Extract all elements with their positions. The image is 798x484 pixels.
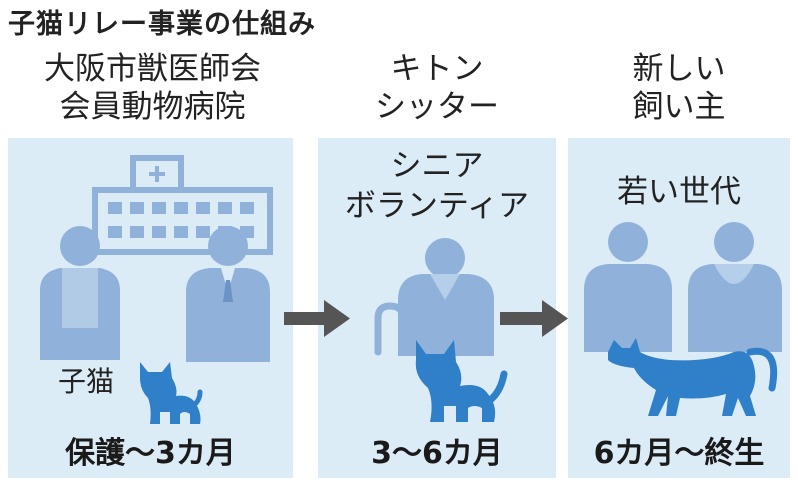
kitten-icon (415, 340, 508, 422)
owner-sub-label: 若い世代 (568, 172, 790, 212)
veterinarian-figure-icon (186, 226, 270, 362)
adult-cat-icon (608, 338, 778, 416)
column-heading-hospital: 大阪市獣医師会 会員動物病院 (10, 50, 295, 126)
page-title: 子猫リレー事業の仕組み (8, 9, 316, 40)
sub-line-2: ボランティア (344, 188, 530, 224)
sitter-sub-label: シニア ボランティア (318, 146, 556, 226)
young-person-left-icon (584, 222, 672, 352)
heading-line-1: 新しい (632, 51, 726, 87)
period-new-owner: 6カ月〜終生 (593, 436, 765, 471)
heading-line-2: 会員動物病院 (59, 89, 246, 125)
arrow-right-icon (284, 300, 350, 337)
walking-cane-icon (374, 302, 406, 356)
arrow-right-icon (500, 300, 568, 337)
sub-line-1: シニア (390, 148, 484, 184)
kitten-icon (140, 362, 203, 424)
period-kitten-sitter: 3〜6カ月 (371, 436, 503, 471)
heading-line-1: 大阪市獣医師会 (44, 51, 261, 87)
column-heading-kitten-sitter: キトン シッター (318, 50, 556, 126)
heading-line-2: シッター (375, 89, 499, 125)
kitten-label: 子猫 (58, 365, 115, 398)
nurse-figure-icon (40, 226, 120, 360)
hospital-building-icon (92, 155, 273, 255)
heading-line-2: 飼い主 (632, 89, 726, 125)
column-heading-new-owner: 新しい 飼い主 (568, 50, 790, 126)
young-person-right-icon (688, 222, 782, 352)
sub-line-1: 若い世代 (617, 174, 741, 210)
senior-volunteer-figure-icon (398, 238, 494, 356)
period-hospital: 保護〜3カ月 (65, 436, 236, 471)
heading-line-1: キトン (390, 51, 484, 87)
